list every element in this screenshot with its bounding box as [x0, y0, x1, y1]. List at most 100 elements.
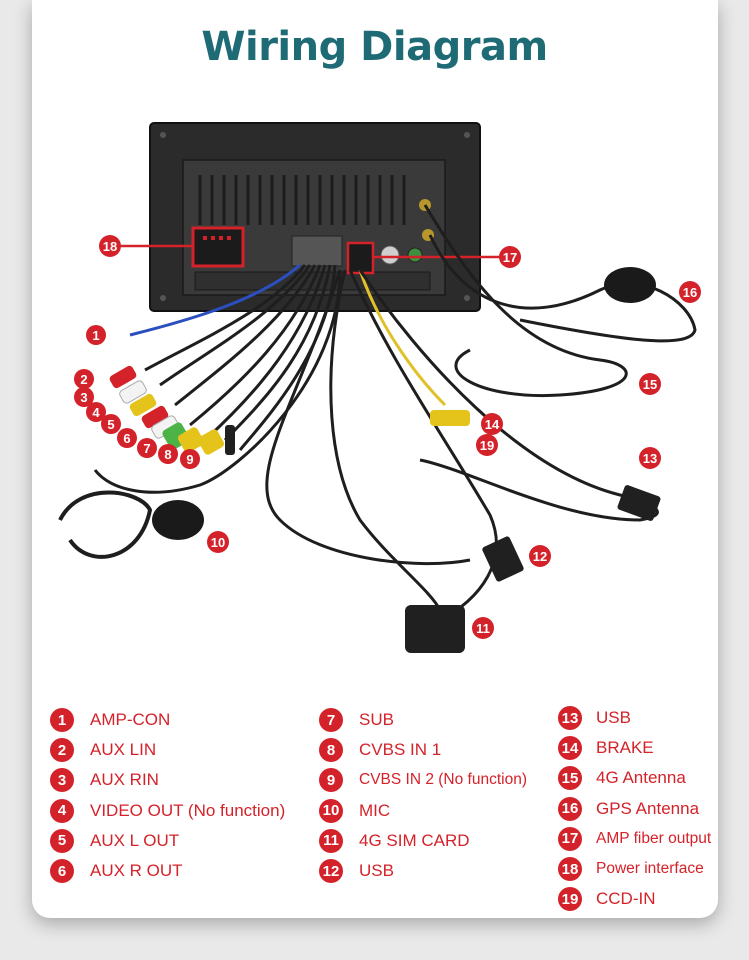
legend-number: 18: [558, 857, 582, 882]
svg-text:5: 5: [107, 417, 114, 432]
legend-label: AMP fiber output: [596, 829, 712, 847]
legend-item: 2 AUX LIN: [50, 735, 285, 765]
cables: [93, 204, 697, 622]
callout-5: 5: [101, 414, 121, 434]
callout-2: 2: [74, 369, 94, 389]
legend-item: 16 GPS Antenna: [558, 794, 711, 824]
legend-label: SUB: [359, 710, 394, 730]
callout-8: 8: [158, 444, 178, 464]
callout-6: 6: [117, 428, 137, 448]
legend-label: CCD-IN: [596, 889, 656, 909]
legend-item: 12 USB: [319, 856, 527, 886]
legend-item: 1 AMP-CON: [50, 705, 285, 735]
legend-column-1: 1 AMP-CON 2 AUX LIN 3 AUX RIN 4 VIDEO OU…: [50, 705, 285, 886]
svg-text:2: 2: [80, 372, 87, 387]
callout-3: 3: [74, 387, 94, 407]
legend-item: 13 USB: [558, 703, 711, 733]
legend-number: 2: [50, 738, 74, 763]
svg-text:7: 7: [143, 441, 150, 456]
legend-item: 14 BRAKE: [558, 733, 711, 763]
legend-number: 17: [558, 826, 582, 851]
svg-text:17: 17: [503, 250, 517, 265]
callout-7: 7: [137, 438, 157, 458]
wiring-illustration: 1 2 3 4 5 6 7 8 9 10 11 12 13 14 15 16 1…: [58, 122, 701, 653]
legend-item: 6 AUX R OUT: [50, 856, 285, 886]
legend-number: 15: [558, 766, 582, 791]
legend-label: GPS Antenna: [596, 798, 700, 818]
legend-number: 13: [558, 706, 582, 731]
svg-text:1: 1: [92, 328, 99, 343]
legend-number: 5: [50, 828, 74, 853]
legend-item: 18 Power interface: [558, 854, 711, 884]
legend-item: 3 AUX RIN: [50, 765, 285, 795]
legend-number: 12: [319, 859, 343, 884]
legend-item: 17 AMP fiber output: [558, 824, 711, 854]
svg-text:12: 12: [533, 549, 547, 564]
svg-text:15: 15: [643, 377, 657, 392]
legend-label: BRAKE: [596, 738, 654, 758]
legend-number: 7: [319, 708, 343, 733]
legend-number: 4: [50, 798, 74, 823]
svg-text:10: 10: [211, 535, 225, 550]
legend-column-3: 13 USB 14 BRAKE 15 4G Antenna 16 GPS Ant…: [558, 703, 711, 914]
callout-15: 15: [639, 373, 661, 395]
legend-label: Power interface: [596, 860, 704, 878]
legend-label: 4G SIM CARD: [359, 830, 470, 850]
svg-text:4: 4: [92, 405, 100, 420]
legend-number: 16: [558, 796, 582, 821]
legend-item: 4 VIDEO OUT (No function): [50, 796, 285, 826]
legend-label: AUX R OUT: [90, 861, 183, 881]
callout-18: 18: [99, 235, 121, 257]
legend-item: 10 MIC: [319, 796, 527, 826]
callout-9: 9: [180, 449, 200, 469]
legend-number: 6: [50, 859, 74, 884]
legend-label: CVBS IN 1: [359, 740, 442, 760]
legend-item: 11 4G SIM CARD: [319, 826, 527, 856]
svg-text:6: 6: [123, 431, 130, 446]
legend-number: 11: [319, 828, 343, 853]
legend-label: MIC: [359, 800, 391, 820]
svg-text:16: 16: [683, 285, 697, 300]
legend-label: 4G Antenna: [596, 768, 686, 788]
callout-10: 10: [207, 531, 229, 553]
svg-text:14: 14: [485, 417, 500, 432]
rca-plugs: [109, 365, 470, 455]
svg-text:11: 11: [476, 621, 490, 636]
legend-label: USB: [596, 708, 631, 728]
head-unit: [149, 122, 481, 312]
legend-column-2: 7 SUB 8 CVBS IN 1 9 CVBS IN 2 (No functi…: [319, 705, 527, 886]
callout-1: 1: [86, 325, 106, 345]
legend-label: AMP-CON: [90, 710, 171, 730]
callout-17: 17: [499, 246, 521, 268]
legend-number: 10: [319, 798, 343, 823]
svg-text:19: 19: [480, 438, 494, 453]
legend-number: 9: [319, 768, 343, 793]
legend-item: 8 CVBS IN 1: [319, 735, 527, 765]
callout-16: 16: [679, 281, 701, 303]
legend-number: 19: [558, 887, 582, 912]
legend-item: 7 SUB: [319, 705, 527, 735]
callout-13: 13: [639, 447, 661, 469]
svg-text:8: 8: [164, 447, 171, 462]
legend-item: 15 4G Antenna: [558, 763, 711, 793]
svg-text:9: 9: [186, 452, 193, 467]
callout-12: 12: [529, 545, 551, 567]
legend-label: AUX LIN: [90, 740, 157, 760]
legend-number: 1: [50, 708, 74, 733]
svg-text:13: 13: [643, 451, 657, 466]
legend-item: 9 CVBS IN 2 (No function): [319, 765, 527, 795]
legend-number: 14: [558, 736, 582, 761]
callout-19: 19: [476, 434, 498, 456]
legend-item: 5 AUX L OUT: [50, 826, 285, 856]
svg-text:18: 18: [103, 239, 117, 254]
legend-item: 19 CCD-IN: [558, 884, 711, 914]
callout-badges: 1 2 3 4 5 6 7 8 9 10 11 12 13 14 15 16 1…: [74, 235, 701, 639]
legend-label: CVBS IN 2 (No function): [359, 771, 527, 789]
legend-number: 8: [319, 738, 343, 763]
svg-text:3: 3: [80, 390, 87, 405]
page-title: Wiring Diagram: [201, 24, 548, 70]
legend-label: AUX RIN: [90, 770, 159, 790]
callout-4: 4: [86, 402, 106, 422]
legend-label: USB: [359, 861, 394, 881]
callout-11: 11: [472, 617, 494, 639]
